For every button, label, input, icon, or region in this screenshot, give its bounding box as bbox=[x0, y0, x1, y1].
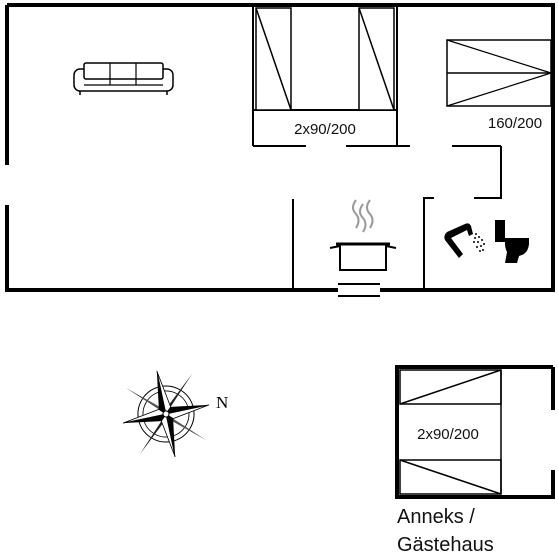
compass-rose-icon bbox=[122, 370, 210, 458]
compass-north-label: N bbox=[216, 393, 228, 412]
shower-icon bbox=[444, 223, 485, 258]
wall-bathroom bbox=[423, 146, 502, 290]
cooking-pot-icon bbox=[329, 199, 397, 271]
door-kitchen bbox=[338, 286, 380, 294]
toilet-icon bbox=[495, 220, 529, 263]
bed-icon bbox=[255, 7, 395, 111]
bedroom-twin-label: 2x90/200 bbox=[294, 121, 356, 138]
bedroom-double-label: 160/200 bbox=[488, 115, 542, 132]
annex-outer-wall bbox=[395, 365, 555, 499]
main-house-outer-wall bbox=[5, 3, 555, 292]
main-house bbox=[5, 3, 555, 297]
sofa-icon bbox=[73, 62, 174, 95]
double-bed-icon bbox=[446, 39, 552, 107]
annex-bedroom-label: 2x90/200 bbox=[417, 426, 479, 443]
annex-name-line2: Gästehaus bbox=[397, 534, 494, 556]
annex: 2x90/200 bbox=[395, 365, 555, 499]
door-twin-room bbox=[306, 143, 346, 149]
door-double-room bbox=[410, 143, 452, 149]
annex-name-line1: Anneks / bbox=[397, 506, 475, 528]
annex-bed-icon bbox=[399, 369, 502, 495]
